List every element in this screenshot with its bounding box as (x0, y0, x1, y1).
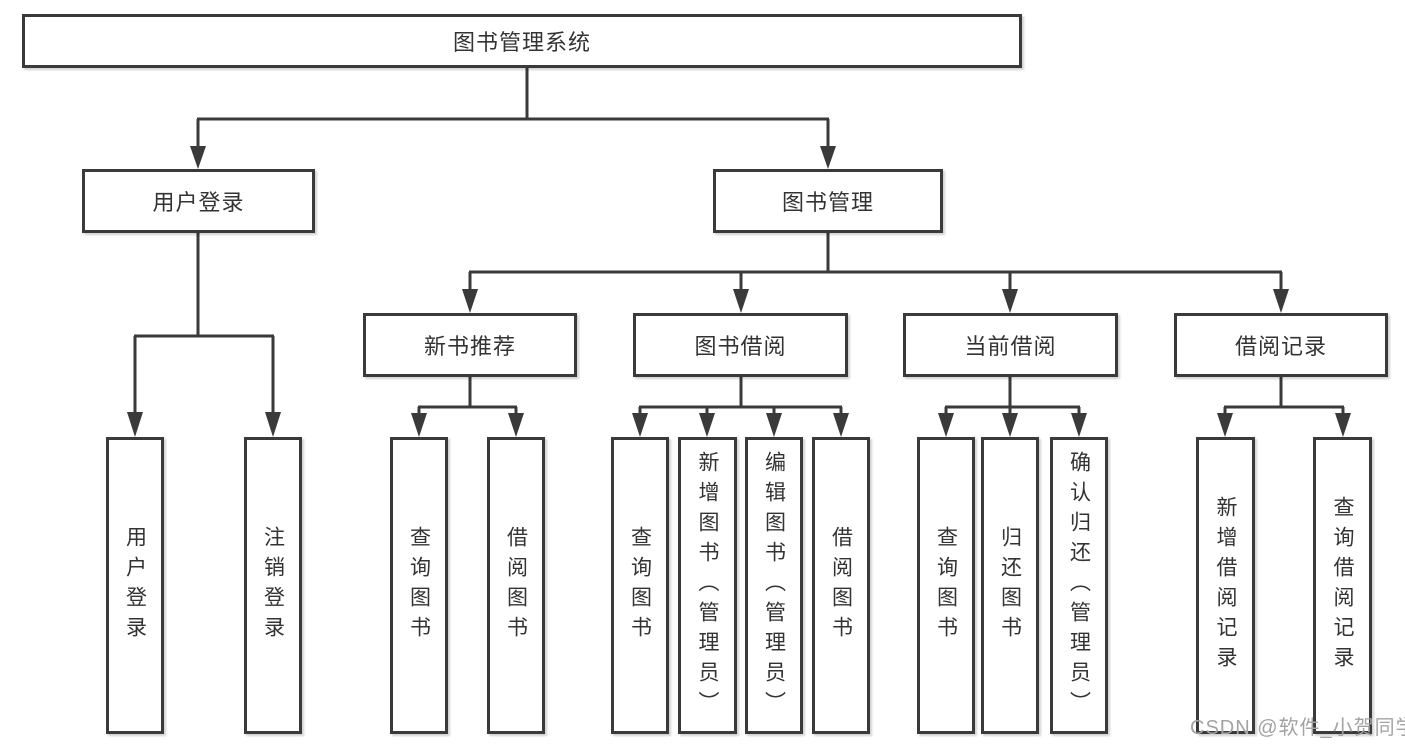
leaf-records-query-record-label: 查询借阅记录 (1331, 495, 1355, 676)
node-user-login-label: 用户登录 (152, 190, 245, 215)
leaf-borrow-query-books-label: 查询图书 (628, 525, 652, 646)
leaf-logout-label: 注销登录 (261, 525, 285, 646)
node-user-login: 用户登录 (82, 169, 315, 233)
leaf-borrow-query-books: 查询图书 (611, 437, 669, 734)
leaf-recommend-borrow-books-label: 借阅图书 (504, 525, 528, 646)
node-book-borrow: 图书借阅 (633, 313, 848, 377)
leaf-records-add-record-label: 新增借阅记录 (1214, 495, 1238, 676)
leaf-user-login: 用户登录 (106, 437, 164, 734)
node-borrow-records-label: 借阅记录 (1234, 334, 1327, 359)
connector-records-children (1217, 377, 1351, 437)
leaf-current-confirm-return-admin: 确认归还（管理员） (1050, 437, 1108, 734)
leaf-borrow-add-books-admin-label: 新增图书（管理员） (696, 450, 720, 721)
leaf-borrow-borrow-books-label: 借阅图书 (829, 525, 853, 646)
node-root: 图书管理系统 (22, 14, 1022, 68)
leaf-recommend-query-books: 查询图书 (390, 437, 448, 734)
leaf-borrow-edit-books-admin-label: 编辑图书（管理员） (762, 450, 786, 721)
connector-book-mgmt-to-level3 (462, 233, 1289, 313)
leaf-borrow-add-books-admin: 新增图书（管理员） (678, 437, 737, 734)
node-new-book-recommend-label: 新书推荐 (423, 334, 516, 359)
leaf-current-return-books-label: 归还图书 (998, 525, 1022, 646)
leaf-recommend-query-books-label: 查询图书 (407, 525, 431, 646)
node-current-borrow: 当前借阅 (903, 313, 1118, 377)
leaf-current-confirm-return-admin-label: 确认归还（管理员） (1067, 450, 1091, 721)
connector-current-children (938, 377, 1087, 437)
node-book-borrow-label: 图书借阅 (694, 334, 787, 359)
node-root-label: 图书管理系统 (452, 30, 591, 55)
leaf-current-query-books-label: 查询图书 (934, 525, 958, 646)
leaf-borrow-borrow-books: 借阅图书 (812, 437, 870, 734)
connector-user-login-children (127, 233, 281, 437)
connector-borrowing-children (632, 377, 849, 437)
connector-new-books-children (411, 377, 524, 437)
node-new-book-recommend: 新书推荐 (363, 313, 577, 377)
connector-root-to-level2 (190, 67, 836, 169)
leaf-records-query-record: 查询借阅记录 (1313, 437, 1372, 734)
leaf-logout: 注销登录 (244, 437, 302, 734)
leaf-recommend-borrow-books: 借阅图书 (487, 437, 545, 734)
leaf-current-return-books: 归还图书 (981, 437, 1039, 734)
node-book-management: 图书管理 (713, 169, 943, 233)
leaf-records-add-record: 新增借阅记录 (1196, 437, 1255, 734)
node-book-management-label: 图书管理 (781, 190, 874, 215)
leaf-user-login-label: 用户登录 (123, 525, 147, 646)
leaf-borrow-edit-books-admin: 编辑图书（管理员） (745, 437, 803, 734)
node-current-borrow-label: 当前借阅 (964, 334, 1057, 359)
leaf-current-query-books: 查询图书 (917, 437, 975, 734)
csdn-watermark: CSDN @软件_小贺同学 (1190, 717, 1405, 739)
node-borrow-records: 借阅记录 (1174, 313, 1388, 377)
